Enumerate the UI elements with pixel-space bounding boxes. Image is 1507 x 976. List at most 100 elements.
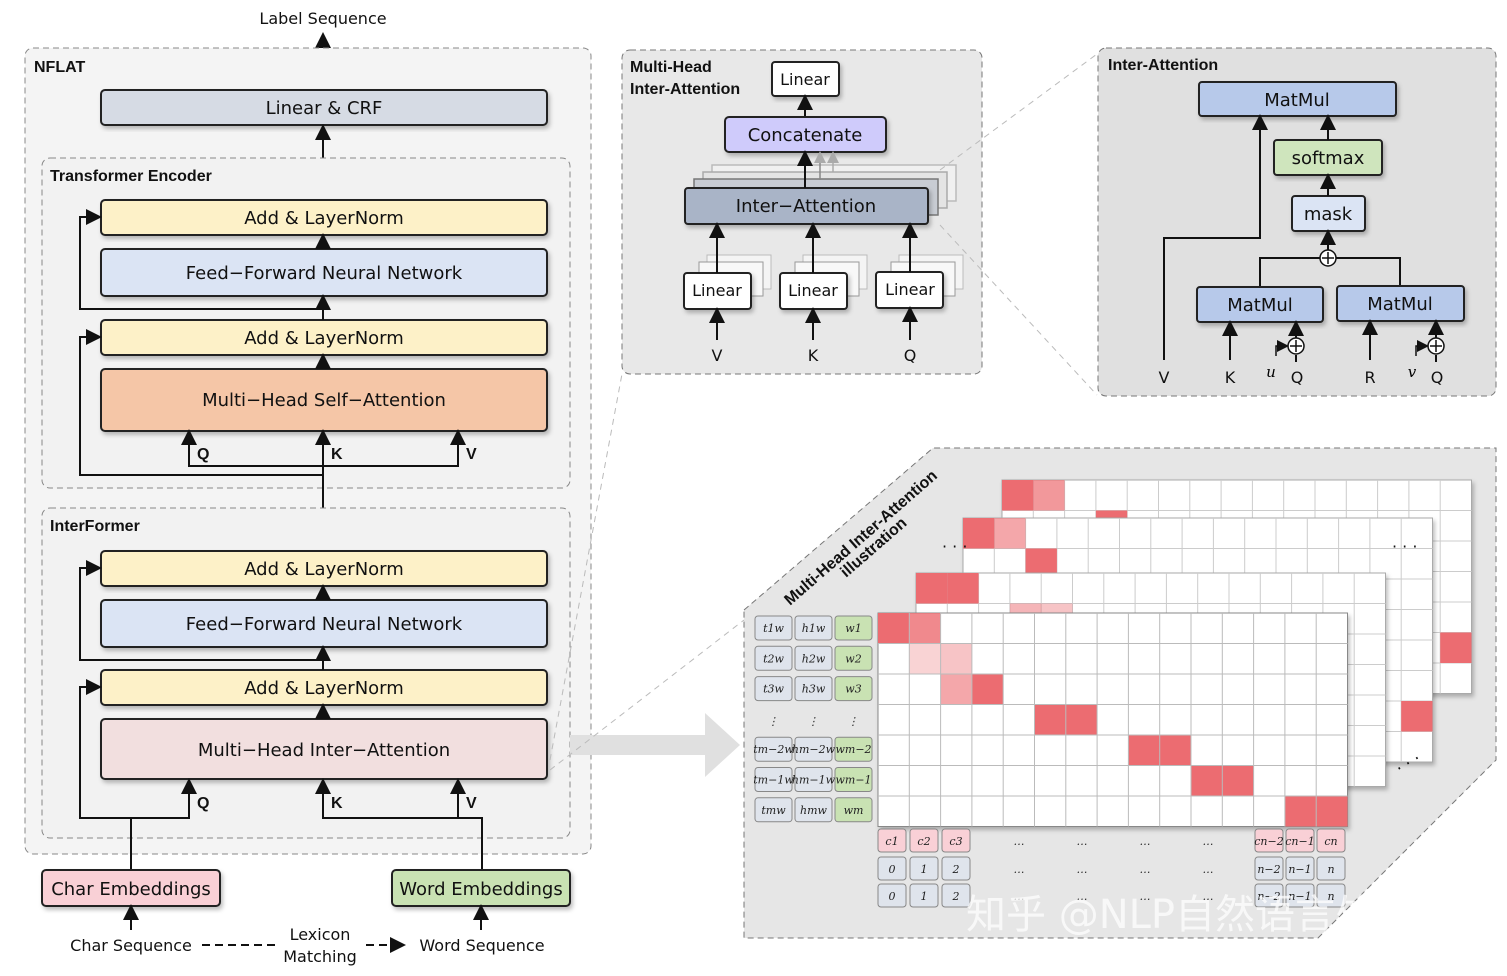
- row-label-text: hmw: [800, 804, 828, 817]
- char-embeddings-label: Char Embeddings: [51, 879, 211, 900]
- col-label-box: [1254, 828, 1284, 853]
- col-label-dots: …: [1203, 835, 1214, 848]
- inter-k-label: K: [331, 795, 343, 812]
- row-label-box: [754, 645, 793, 671]
- col-label-dots: …: [1077, 835, 1088, 848]
- row-label-text: hm−1w: [792, 774, 836, 787]
- dots-left-icon: · · ·: [942, 537, 967, 556]
- dots-right-icon: · · ·: [1392, 537, 1417, 556]
- row-label-text: wm−2: [835, 743, 871, 756]
- row-label-text: w1: [845, 622, 861, 635]
- col-label-text: n−2: [1257, 890, 1280, 903]
- word-embeddings-label: Word Embeddings: [399, 879, 562, 900]
- matmul-right-box: [1336, 285, 1465, 322]
- grid-cell: [1159, 735, 1191, 766]
- mhia-title-1: Multi-Head: [630, 59, 712, 76]
- col-label-box: [941, 883, 971, 908]
- col-label-text: 0: [889, 863, 896, 876]
- encoder-add-norm-1-label: Add & LayerNorm: [244, 208, 404, 229]
- col-label-dots: …: [1140, 890, 1151, 903]
- matmul-right-label: MatMul: [1367, 294, 1433, 315]
- mhia-q-label: Q: [904, 346, 917, 365]
- col-label-box: [1316, 883, 1346, 908]
- linear-crf-label: Linear & CRF: [266, 98, 383, 119]
- row-label-box: [834, 645, 873, 671]
- col-label-text: cn−2: [1254, 835, 1283, 848]
- col-label-text: n−1: [1288, 890, 1311, 903]
- col-label-box: [909, 828, 939, 853]
- char-sequence-label: Char Sequence: [70, 936, 192, 955]
- attention-grids: [877, 479, 1472, 827]
- mhia-v-label: V: [712, 346, 723, 365]
- col-label-box: [909, 856, 939, 881]
- col-label-box: [877, 883, 907, 908]
- col-label-dots: …: [1203, 863, 1214, 876]
- col-label-box: [877, 828, 907, 853]
- grid-cell: [1128, 735, 1160, 766]
- col-label-dots: …: [1014, 890, 1025, 903]
- col-label-box: [1316, 856, 1346, 881]
- grid-cell: [1316, 796, 1348, 827]
- col-label-box: [1316, 828, 1346, 853]
- row-label-box: [794, 615, 833, 641]
- col-label-text: n: [1327, 863, 1334, 876]
- row-label-text: tm−1w: [753, 774, 794, 787]
- mhia-linear-top-label: Linear: [780, 70, 830, 89]
- col-label-dots: …: [1203, 890, 1214, 903]
- row-label-box: [834, 767, 873, 792]
- col-label-dots: …: [1140, 835, 1151, 848]
- col-label-text: n−1: [1288, 863, 1311, 876]
- col-label-text: cn−1: [1285, 835, 1314, 848]
- col-label-text: 1: [921, 863, 928, 876]
- row-label-dots: ⋮: [768, 715, 779, 728]
- ia-q2-label: Q: [1431, 368, 1444, 387]
- encoder-title: Transformer Encoder: [50, 168, 212, 185]
- mask-label: mask: [1304, 204, 1353, 225]
- ia-title: Inter-Attention: [1108, 57, 1218, 74]
- grid-cell: [947, 573, 979, 604]
- col-label-text: c1: [885, 835, 898, 848]
- encoder-add-norm-2-label: Add & LayerNorm: [244, 328, 404, 349]
- matmul-top-box: [1198, 81, 1397, 117]
- row-label-box: [794, 767, 833, 792]
- col-label-text: n−2: [1257, 863, 1280, 876]
- ia-v-label: V: [1159, 368, 1170, 387]
- col-label-text: cn: [1324, 835, 1337, 848]
- inter-v-label: V: [466, 795, 477, 812]
- col-label-text: 0: [889, 890, 896, 903]
- matmul-top-label: MatMul: [1264, 90, 1330, 111]
- linear-v-label: Linear: [692, 281, 742, 300]
- row-label-box: [754, 736, 793, 762]
- row-label-text: h3w: [802, 683, 826, 696]
- encoder-ffn-label: Feed−Forward Neural Network: [186, 263, 463, 284]
- matmul-left-label: MatMul: [1227, 295, 1293, 316]
- grid-cell: [971, 674, 1004, 705]
- grid-cell: [940, 643, 972, 674]
- inter-add-norm-2-label: Add & LayerNorm: [244, 678, 404, 699]
- ia-r-label: R: [1364, 368, 1375, 387]
- grid-cell: [994, 518, 1026, 549]
- encoder-k-label: K: [331, 446, 343, 463]
- col-label-dots: …: [1077, 863, 1088, 876]
- grid-cell: [963, 518, 995, 549]
- col-label-box: [1254, 883, 1284, 908]
- row-label-box: [794, 676, 833, 702]
- row-label-box: [794, 736, 833, 762]
- col-label-dots: …: [1140, 863, 1151, 876]
- expand-arrow-icon: [570, 713, 740, 777]
- matmul-left-box: [1196, 286, 1324, 323]
- row-label-dots: ⋮: [808, 715, 819, 728]
- inter-add-norm-1-label: Add & LayerNorm: [244, 559, 404, 580]
- grid-cell: [1284, 796, 1317, 827]
- grid-cell: [878, 613, 910, 644]
- row-label-text: t1w: [763, 622, 784, 635]
- grid-cell: [909, 613, 941, 644]
- col-label-box: [1285, 883, 1315, 908]
- ia-vv-label: v: [1408, 363, 1417, 381]
- col-label-text: 2: [952, 863, 960, 876]
- grid-cell: [1034, 704, 1066, 735]
- row-label-text: w2: [845, 652, 861, 665]
- linear-k-label: Linear: [788, 281, 838, 300]
